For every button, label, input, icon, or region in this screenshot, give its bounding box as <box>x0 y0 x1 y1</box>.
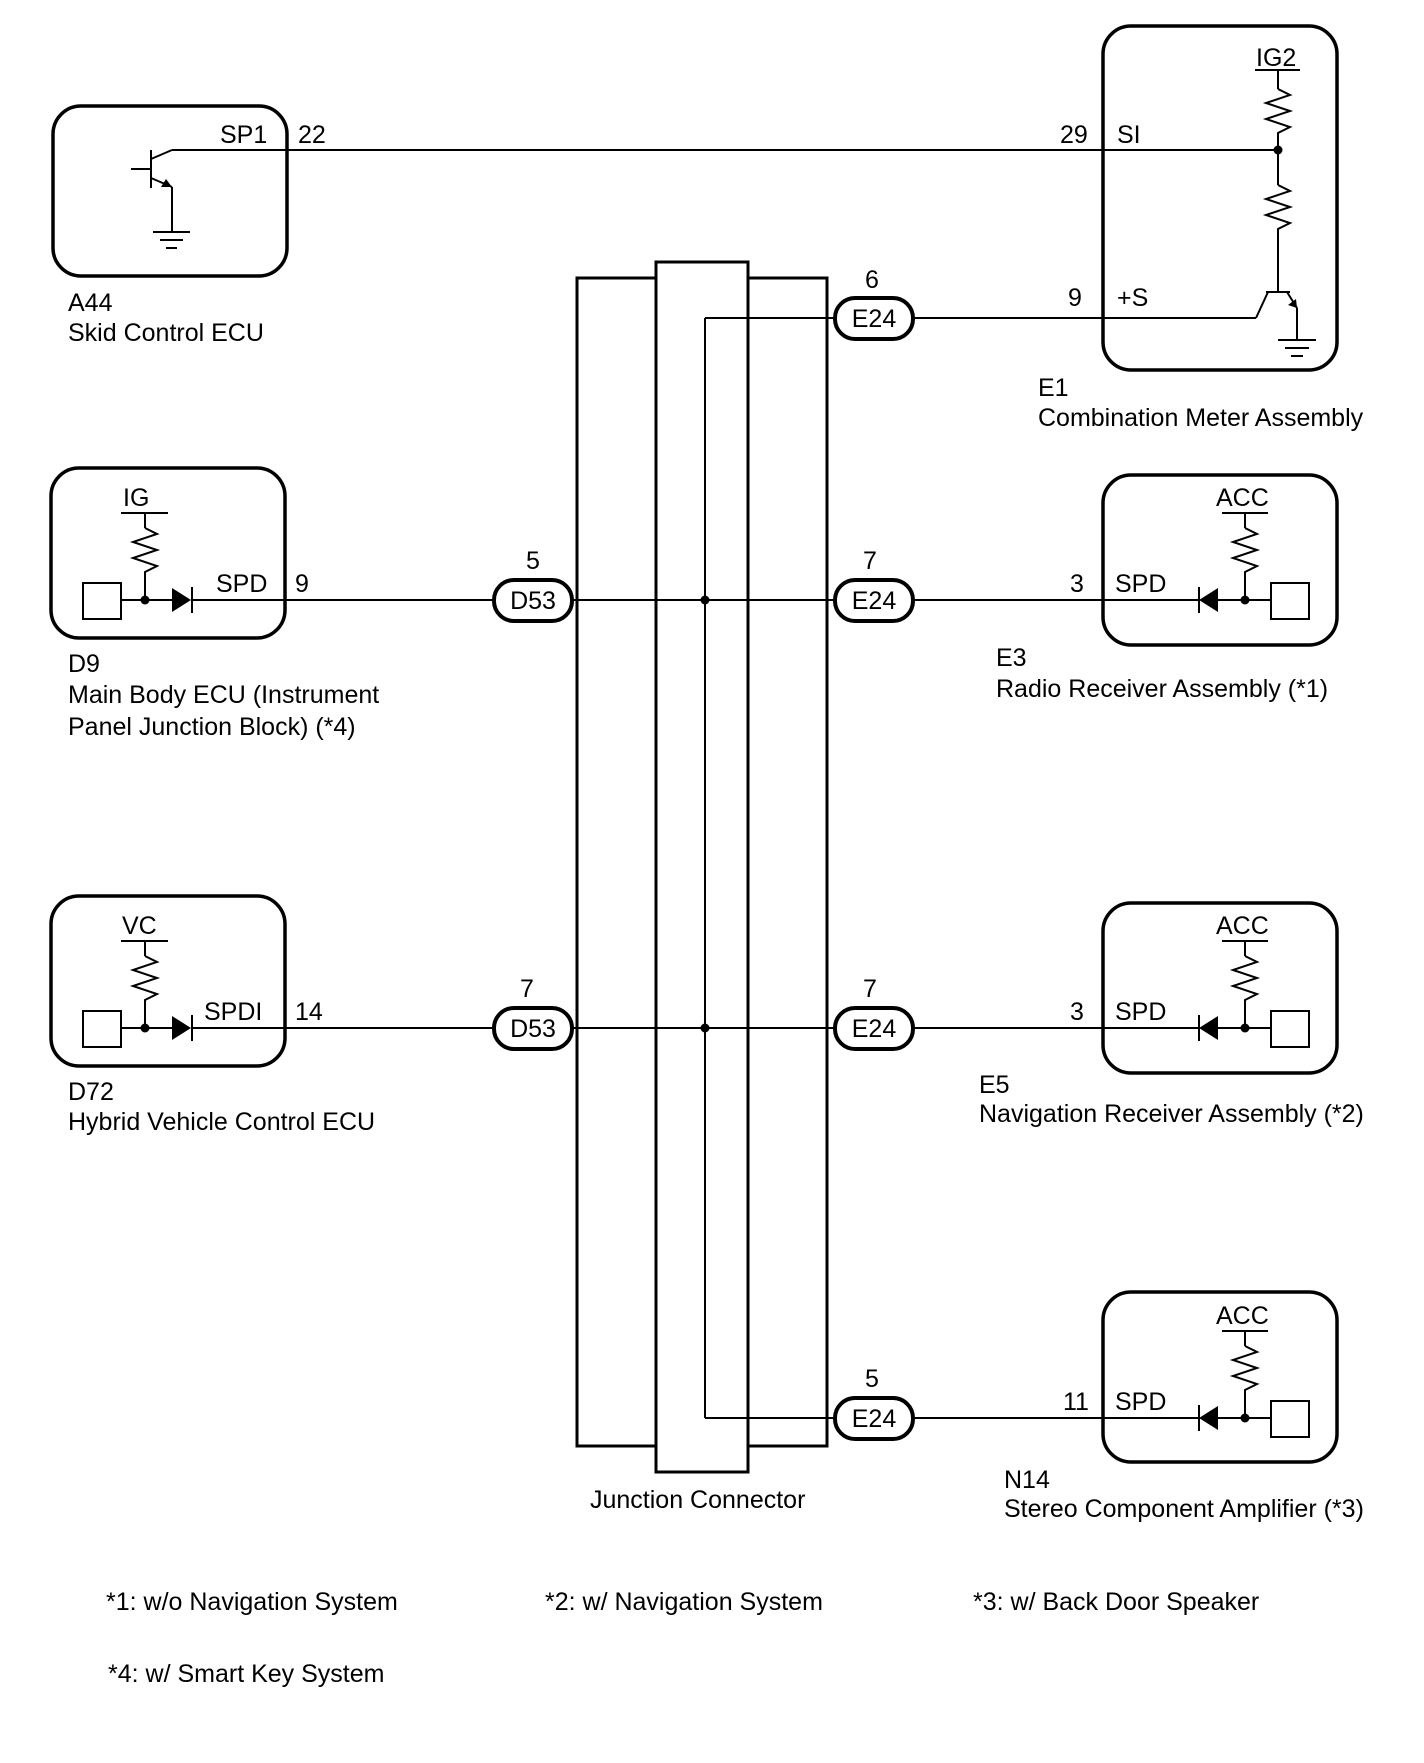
d72-code: D72 <box>68 1078 114 1106</box>
e3-name: Radio Receiver Assembly (*1) <box>996 675 1328 703</box>
connector-e24-6 <box>833 296 915 341</box>
e5-pin: 3 <box>1070 998 1084 1026</box>
d9-pin: 9 <box>295 570 309 598</box>
e3-internal-circuit <box>1103 512 1310 620</box>
n14-code: N14 <box>1004 1466 1050 1494</box>
ground-symbol <box>153 231 190 249</box>
connector-e24-5-id: E24 <box>852 1405 897 1433</box>
e5-power: ACC <box>1216 912 1269 940</box>
a44-pin: 22 <box>298 121 326 149</box>
e3-signal: SPD <box>1115 570 1166 598</box>
d72-pin: 14 <box>295 998 323 1026</box>
e3-box <box>1101 473 1339 647</box>
connector-d53-7 <box>492 1006 574 1051</box>
d9-box <box>49 466 287 640</box>
e3-code: E3 <box>996 644 1027 672</box>
connector-e24-7-upper-id: E24 <box>852 587 897 615</box>
e5-signal: SPD <box>1115 998 1166 1026</box>
connector-e24-6-id: E24 <box>852 305 897 333</box>
e1-name: Combination Meter Assembly <box>1038 404 1364 432</box>
d72-internal-circuit <box>82 940 285 1048</box>
e5-name: Navigation Receiver Assembly (*2) <box>979 1100 1364 1128</box>
e5-internal-circuit <box>1103 940 1310 1048</box>
d72-name: Hybrid Vehicle Control ECU <box>68 1108 375 1136</box>
connector-d53-5 <box>492 578 574 623</box>
n14-signal: SPD <box>1115 1388 1166 1416</box>
a44-code: A44 <box>68 289 113 317</box>
e5-code: E5 <box>979 1071 1010 1099</box>
d72-box <box>49 894 287 1068</box>
e3-pin: 3 <box>1070 570 1084 598</box>
connector-e24-7-upper-pin: 7 <box>863 547 877 575</box>
d9-signal: SPD <box>216 570 267 598</box>
connector-e24-7-lower-pin: 7 <box>863 975 877 1003</box>
d72-power: VC <box>122 912 157 940</box>
e1-internal-circuit <box>1103 69 1316 357</box>
e1-signal-s: +S <box>1117 284 1148 312</box>
d9-power: IG <box>123 484 149 512</box>
n14-pin: 11 <box>1063 1388 1089 1416</box>
e3-power: ACC <box>1216 484 1269 512</box>
a44-box <box>51 104 289 278</box>
connector-d53-5-pin: 5 <box>526 547 540 575</box>
note-3: *3: w/ Back Door Speaker <box>973 1588 1259 1616</box>
note-4: *4: w/ Smart Key System <box>108 1660 384 1688</box>
e1-pin-s: 9 <box>1068 284 1082 312</box>
connector-e24-5-pin: 5 <box>865 1365 879 1393</box>
n14-name: Stereo Component Amplifier (*3) <box>1004 1495 1364 1523</box>
junction-connector-label: Junction Connector <box>590 1486 805 1514</box>
note-1: *1: w/o Navigation System <box>106 1588 398 1616</box>
n14-internal-circuit <box>1103 1330 1310 1438</box>
n14-power: ACC <box>1216 1302 1269 1330</box>
connector-d53-7-pin: 7 <box>520 975 534 1003</box>
transistor-symbol <box>131 149 287 232</box>
connector-e24-6-pin: 6 <box>865 266 879 294</box>
d9-internal-circuit <box>82 512 285 620</box>
connector-d53-5-id: D53 <box>510 587 556 615</box>
d9-name-line1: Main Body ECU (Instrument <box>68 681 379 709</box>
a44-name: Skid Control ECU <box>68 319 264 347</box>
note-2: *2: w/ Navigation System <box>545 1588 823 1616</box>
n14-box <box>1101 1290 1339 1464</box>
a44-signal: SP1 <box>220 121 267 149</box>
d9-code: D9 <box>68 650 100 678</box>
junction-connector-inner <box>654 260 750 1474</box>
connector-e24-7-lower-id: E24 <box>852 1015 897 1043</box>
e1-signal-si: SI <box>1117 121 1141 149</box>
connector-d53-7-id: D53 <box>510 1015 556 1043</box>
d9-name-line2: Panel Junction Block) (*4) <box>68 713 356 741</box>
d72-signal: SPDI <box>204 998 262 1026</box>
e1-code: E1 <box>1038 374 1069 402</box>
e5-box <box>1101 901 1339 1075</box>
e1-pin-si: 29 <box>1060 121 1088 149</box>
e1-power: IG2 <box>1256 44 1296 72</box>
